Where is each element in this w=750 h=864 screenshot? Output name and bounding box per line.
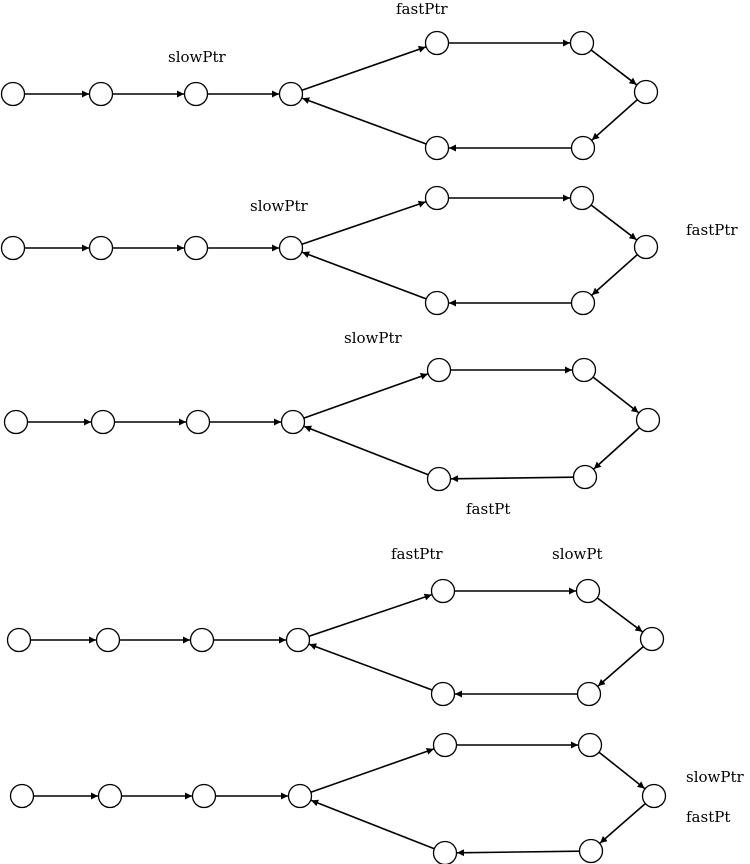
- pointer-arrow: [593, 427, 641, 470]
- pointer-arrow: [301, 251, 427, 300]
- fastptr-label: fastPtr: [686, 221, 738, 239]
- pointer-arrow: [592, 376, 639, 414]
- list-node: [639, 626, 665, 652]
- list-node: [185, 409, 211, 435]
- list-node: [578, 838, 604, 864]
- list-node: [424, 185, 450, 211]
- fastptr-label: fastPt: [466, 500, 510, 518]
- list-node: [570, 290, 596, 316]
- pointer-arrow: [303, 425, 429, 476]
- pointer-arrow: [310, 799, 435, 850]
- list-node: [3, 409, 29, 435]
- list-node: [571, 357, 597, 383]
- pointer-arrow: [590, 204, 637, 241]
- list-node: [569, 185, 595, 211]
- pointer-arrow: [310, 748, 434, 793]
- list-node: [95, 627, 121, 653]
- pointer-arrow: [456, 849, 580, 857]
- list-node: [0, 235, 26, 261]
- pointer-arrow: [596, 597, 643, 633]
- pointer-arrow: [591, 99, 638, 141]
- list-node: [641, 783, 667, 809]
- list-node: [569, 30, 595, 56]
- pointer-arrow: [597, 645, 644, 687]
- list-node: [183, 81, 209, 107]
- pointer-arrow: [301, 200, 426, 246]
- list-node: [9, 783, 35, 809]
- list-node: [278, 81, 304, 107]
- list-node: [424, 135, 450, 161]
- list-node: [88, 81, 114, 107]
- list-node: [430, 578, 456, 604]
- list-node: [0, 81, 26, 107]
- list-node: [189, 627, 215, 653]
- list-node: [90, 409, 116, 435]
- list-node: [97, 783, 123, 809]
- panel-4: fastPtr slowPt: [6, 545, 665, 707]
- list-node: [575, 578, 601, 604]
- pointer-arrow: [590, 49, 637, 86]
- pointer-arrow: [598, 751, 646, 790]
- list-node: [426, 466, 452, 492]
- list-node: [577, 732, 603, 758]
- slowptr-label: slowPt: [552, 545, 603, 563]
- slowptr-label: slowPtr: [168, 48, 226, 66]
- pointer-arrow: [302, 97, 427, 145]
- list-node: [278, 235, 304, 261]
- list-node: [183, 235, 209, 261]
- list-node: [287, 783, 313, 809]
- panel-1: slowPtr fastPtr: [0, 0, 659, 161]
- panel-3: slowPtr fastPt: [3, 329, 661, 518]
- list-node: [432, 840, 458, 864]
- fastptr-label: fastPtr: [396, 0, 448, 18]
- fastptr-label: fastPt: [686, 808, 730, 826]
- list-node: [280, 409, 306, 435]
- pointer-arrow: [303, 373, 428, 419]
- list-node: [424, 290, 450, 316]
- fastptr-label: fastPtr: [391, 545, 443, 563]
- list-node: [285, 627, 311, 653]
- list-node: [572, 464, 598, 490]
- pointer-arrow: [308, 643, 433, 691]
- pointer-arrow: [301, 46, 426, 91]
- slowptr-label: slowPtr: [250, 197, 308, 215]
- list-node: [633, 79, 659, 105]
- pointer-arrow: [599, 802, 646, 844]
- pointer-arrow: [591, 254, 638, 296]
- list-node: [432, 732, 458, 758]
- slowptr-label: slowPtr: [686, 768, 744, 786]
- list-node: [426, 357, 452, 383]
- pointer-arrow: [450, 475, 574, 483]
- list-node: [635, 407, 661, 433]
- panel-5: slowPtr fastPt: [9, 732, 744, 864]
- list-node: [633, 234, 659, 260]
- slowptr-label: slowPtr: [344, 329, 402, 347]
- list-node: [576, 681, 602, 707]
- list-node: [570, 135, 596, 161]
- list-node: [88, 235, 114, 261]
- pointer-arrow: [308, 593, 432, 638]
- list-node: [424, 30, 450, 56]
- list-node: [6, 627, 32, 653]
- panel-2: slowPtr fastPtr: [0, 185, 738, 316]
- list-node: [430, 681, 456, 707]
- list-node: [191, 783, 217, 809]
